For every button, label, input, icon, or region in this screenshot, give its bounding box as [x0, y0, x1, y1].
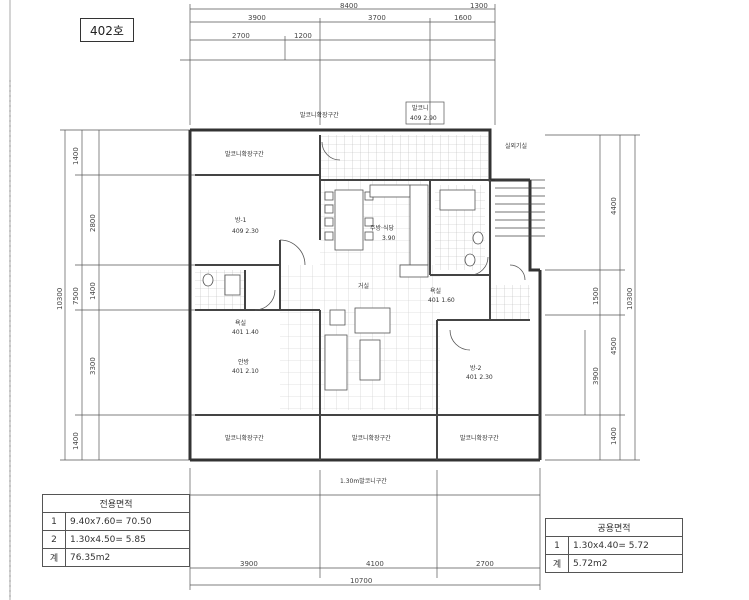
dim-right-1: 4400 [610, 197, 618, 215]
dim-left-6: 7500 [72, 287, 80, 305]
common-row-index: 1 [545, 536, 569, 555]
label-balcony-bottom-left: 발코니확장구간 [225, 434, 264, 442]
label-balcony-bottom-mid: 발코니확장구간 [352, 434, 391, 442]
bottom-dimension-lines [189, 468, 541, 590]
dim-right-total: 10300 [626, 288, 634, 310]
common-row-value: 5.72m2 [568, 554, 683, 573]
common-row-index: 계 [545, 554, 569, 573]
bottom-note: 1.30m발코니구간 [340, 477, 387, 485]
label-balcony-bottom-right: 발코니확장구간 [460, 434, 499, 442]
dim-left-total: 10300 [56, 288, 64, 310]
dim-bottom-total: 10700 [350, 577, 372, 585]
dim-left-3: 1400 [89, 282, 97, 300]
exclusive-area-header: 전용면적 [42, 494, 190, 513]
label-top-tag: 발코니 [412, 104, 429, 112]
dim-top-4: 2700 [232, 32, 250, 40]
dim-left-1: 1400 [72, 147, 80, 165]
dim-left-5: 1400 [72, 432, 80, 450]
exclusive-row-index: 2 [42, 530, 66, 549]
dim-top-5: 1200 [294, 32, 312, 40]
dim-left-2: 2800 [89, 214, 97, 232]
label-room1: 방-1 [235, 216, 247, 224]
living-furniture [324, 307, 391, 391]
exclusive-row-index: 1 [42, 512, 66, 531]
right-dimension-lines [545, 134, 640, 461]
label-master: 안방 [238, 358, 250, 366]
unit-label: 402호 [80, 18, 134, 42]
label-room2-area: 401 2.30 [466, 374, 493, 381]
bath-fixtures [202, 189, 484, 296]
exclusive-row-index: 계 [42, 548, 66, 567]
exclusive-row-value: 1.30x4.50= 5.85 [65, 530, 190, 549]
label-living: 거실 [358, 282, 369, 290]
label-room2: 방-2 [470, 364, 482, 372]
living-floor-tile [280, 265, 440, 410]
exclusive-area-table: 전용면적 1 9.40x7.60= 70.50 2 1.30x4.50= 5.8… [42, 494, 190, 567]
utility-floor-tile [490, 285, 530, 320]
label-bath2-area: 401 1.60 [428, 297, 455, 304]
label-bath-area: 401 1.40 [232, 329, 259, 336]
label-top-tag-sub: 409 2.90 [410, 115, 437, 122]
label-kitchen-area: 3.90 [382, 235, 396, 242]
label-room1-area: 409 2.30 [232, 228, 259, 235]
common-area-header: 공용면적 [545, 518, 683, 537]
label-bath: 욕실 [235, 319, 246, 327]
dim-top-1: 3900 [248, 14, 266, 22]
label-kitchen: 주방·식당 [370, 224, 394, 232]
label-top-note: 발코니확장구간 [300, 111, 339, 119]
dim-bottom-2: 4100 [366, 560, 384, 568]
label-master-area: 401 2.10 [232, 368, 259, 375]
dim-right-2: 1500 [592, 287, 600, 305]
dim-right-inner: 3900 [592, 367, 600, 385]
right-note: 실외기실 [505, 142, 527, 150]
left-dimension-lines [60, 129, 195, 461]
label-bath2: 욕실 [430, 287, 441, 295]
door-swings [254, 141, 526, 351]
dim-bottom-3: 2700 [476, 560, 494, 568]
label-balcony-top-left: 발코니확장구간 [225, 150, 264, 158]
dim-top-3: 1600 [454, 14, 472, 22]
dim-bottom-1: 3900 [240, 560, 258, 568]
exclusive-row-value: 9.40x7.60= 70.50 [65, 512, 190, 531]
top-balcony-tile [320, 135, 488, 180]
dim-top-right: 1300 [470, 2, 488, 10]
interior-walls [195, 135, 540, 460]
dim-right-3: 4500 [610, 337, 618, 355]
kitchen-furniture [324, 184, 429, 278]
dim-right-4: 1400 [610, 427, 618, 445]
common-area-table: 공용면적 1 1.30x4.40= 5.72 계 5.72m2 [545, 518, 683, 573]
top-dimension-lines [180, 4, 496, 125]
dim-left-4: 3300 [89, 357, 97, 375]
common-row-value: 1.30x4.40= 5.72 [568, 536, 683, 555]
dim-top-2: 3700 [368, 14, 386, 22]
right-stairs [495, 179, 545, 237]
exclusive-row-value: 76.35m2 [65, 548, 190, 567]
dim-top-total: 8400 [340, 2, 358, 10]
